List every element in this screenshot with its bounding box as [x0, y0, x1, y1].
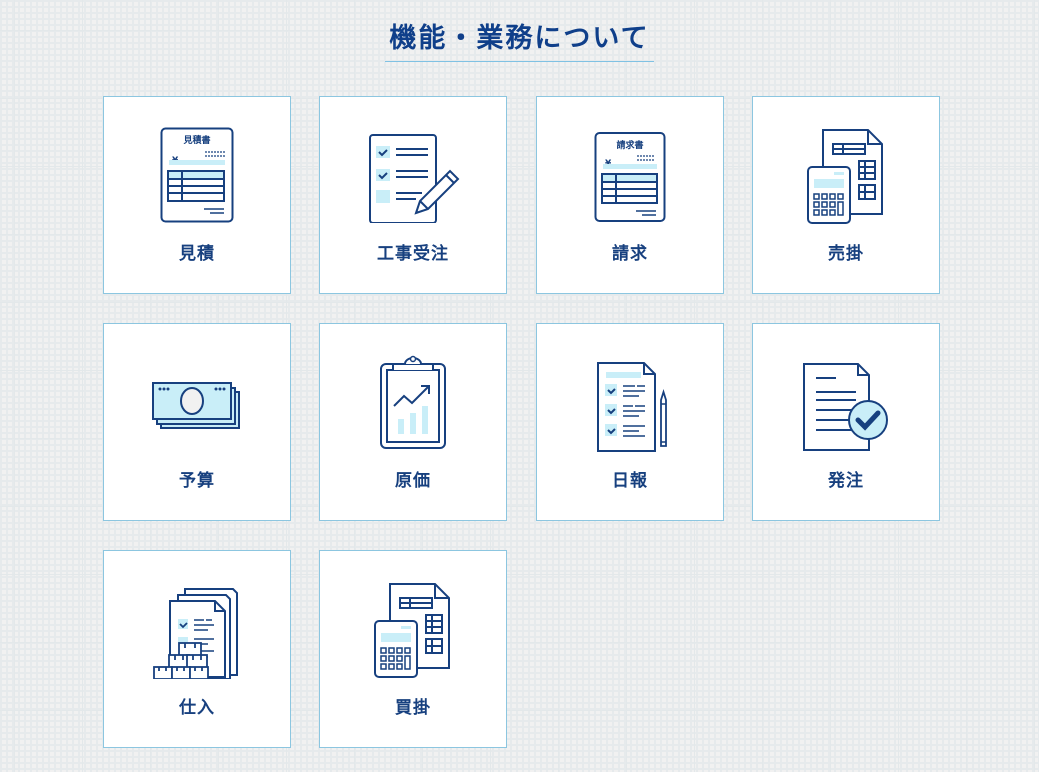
card-label: 日報: [612, 471, 648, 491]
card-label: 売掛: [828, 244, 864, 264]
card-invoice[interactable]: 請求書 ¥ 請求: [536, 96, 724, 294]
card-construction-order[interactable]: 工事受注: [319, 96, 507, 294]
card-purchasing[interactable]: 仕入: [103, 550, 291, 748]
card-label: 発注: [828, 471, 864, 491]
svg-text:請求書: 請求書: [616, 139, 643, 151]
checklist-pencil-icon: [369, 134, 460, 223]
invoice-document-icon: 請求書 ¥: [594, 132, 666, 222]
calculator-ledger-icon: [374, 583, 450, 678]
card-label: 買掛: [395, 698, 431, 718]
card-payables[interactable]: 買掛: [319, 550, 507, 748]
banknotes-icon: [152, 382, 240, 429]
card-cost[interactable]: 原価: [319, 323, 507, 521]
card-purchase-order[interactable]: 発注: [752, 323, 940, 521]
card-estimate[interactable]: 見積書 ¥ 見積: [103, 96, 291, 294]
page-title: 機能・業務について: [385, 14, 654, 62]
svg-text:見積書: 見積書: [182, 134, 210, 146]
card-label: 予算: [179, 471, 215, 491]
document-check-icon: [803, 363, 888, 451]
card-receivables[interactable]: 売掛: [752, 96, 940, 294]
estimate-document-icon: 見積書 ¥: [160, 127, 234, 223]
card-budget[interactable]: 予算: [103, 323, 291, 521]
card-label: 原価: [395, 471, 431, 491]
daily-report-icon: [597, 362, 667, 452]
clipboard-chart-icon: [380, 355, 446, 449]
card-label: 仕入: [179, 698, 215, 718]
calculator-ledger-icon: [807, 129, 883, 224]
card-label: 見積: [179, 244, 215, 264]
card-label: 請求: [612, 244, 648, 264]
card-daily-report[interactable]: 日報: [536, 323, 724, 521]
boxes-documents-icon: [153, 588, 238, 679]
card-label: 工事受注: [377, 244, 449, 264]
